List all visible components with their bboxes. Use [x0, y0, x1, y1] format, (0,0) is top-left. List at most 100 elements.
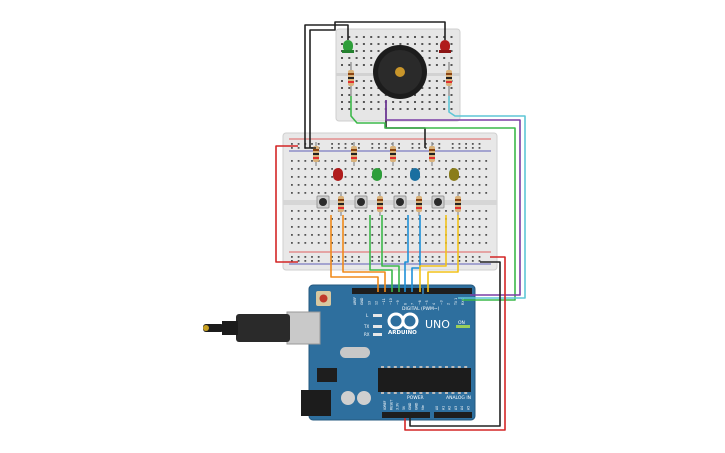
power-rail-hole — [378, 147, 380, 149]
breadboard-hole — [324, 218, 327, 220]
power-rail-hole — [478, 256, 481, 258]
push-button-4[interactable] — [431, 195, 445, 209]
breadboard-hole — [425, 184, 427, 186]
wire-black-bottom[interactable] — [409, 261, 501, 427]
wire-yellow-1[interactable] — [419, 215, 447, 292]
wire-green-2[interactable] — [381, 215, 400, 292]
breadboard-hole — [471, 184, 474, 186]
led-red-top[interactable] — [439, 40, 451, 53]
breadboard-hole — [291, 192, 293, 194]
push-button-3[interactable] — [393, 195, 407, 209]
breadboard-hole — [324, 226, 327, 228]
analog-pin-label: A0 — [435, 406, 439, 410]
breadboard-hole — [438, 234, 441, 236]
breadboard-hole — [478, 168, 481, 170]
wire-red-bottom[interactable] — [404, 256, 506, 431]
digital-pin-label: AREF — [353, 297, 357, 305]
breadboard-hole — [358, 160, 360, 162]
wire-red-left[interactable] — [275, 145, 298, 263]
breadboard-hole — [445, 184, 447, 186]
breadboard-hole — [458, 234, 461, 236]
chip-pins — [381, 366, 468, 394]
wire-yellow-2[interactable] — [427, 215, 459, 292]
wire-green-1[interactable] — [369, 215, 393, 292]
wire-green-top[interactable] — [350, 96, 516, 301]
arduino-uno-board[interactable] — [286, 284, 476, 421]
breadboard-hole — [317, 210, 320, 212]
breadboard-hole — [485, 242, 488, 244]
button-resistor-3[interactable] — [416, 192, 422, 216]
breadboard-hole — [398, 242, 400, 244]
breadboard-hole — [450, 94, 453, 96]
digital-pin-label: 13 — [367, 301, 371, 305]
power-rail-hole — [297, 256, 300, 258]
wire-cyan-top[interactable] — [448, 96, 526, 299]
breadboard-hole — [465, 218, 467, 220]
led-red[interactable] — [333, 168, 343, 181]
power-rail-hole — [425, 143, 427, 145]
push-button-2[interactable] — [354, 195, 368, 209]
breadboard-hole — [370, 64, 373, 66]
breadboard-hole — [355, 101, 358, 103]
breadboard-hole — [364, 210, 367, 212]
breadboard-hole — [362, 108, 365, 110]
piezo-buzzer-icon[interactable] — [373, 45, 427, 99]
breadboard-hole — [428, 87, 431, 89]
breadboard-hole — [421, 108, 424, 110]
breadboard-hole — [485, 234, 488, 236]
breadboard-hole — [471, 176, 474, 178]
breadboard-hole — [364, 192, 367, 194]
breadboard-hole — [358, 226, 360, 228]
digital-pin-label: 4 — [432, 303, 436, 305]
breadboard-hole — [425, 176, 427, 178]
wire-orange-1[interactable] — [330, 215, 379, 292]
breadboard-hole — [438, 184, 441, 186]
wire-orange-2[interactable] — [342, 215, 386, 292]
breadboard-hole — [391, 192, 394, 194]
wire-blue-1[interactable] — [404, 215, 409, 292]
breadboard-hole — [355, 94, 358, 96]
led-resistor-1[interactable] — [313, 142, 319, 166]
analog-label: ANALOG IN — [446, 395, 471, 401]
breadboard-hole — [304, 176, 307, 178]
led-green-top[interactable] — [342, 40, 354, 53]
led-resistor-3[interactable] — [390, 142, 396, 166]
breadboard-hole — [311, 176, 313, 178]
breadboard-hole — [438, 192, 441, 194]
led-green[interactable] — [372, 168, 382, 181]
breadboard-hole — [311, 226, 313, 228]
breadboard-hole — [404, 160, 407, 162]
button-resistor-1[interactable] — [338, 192, 344, 216]
breadboard-hole — [324, 184, 327, 186]
wire-blue-2[interactable] — [411, 215, 421, 292]
led-resistor-2[interactable] — [351, 142, 357, 166]
button-resistor-2[interactable] — [377, 192, 383, 216]
resistor-top-left[interactable] — [348, 62, 354, 96]
usb-plug-icon[interactable] — [203, 314, 290, 342]
breadboard-hole — [370, 36, 373, 38]
breadboard-hole — [404, 184, 407, 186]
led-resistor-4[interactable] — [429, 142, 435, 166]
breadboard-hole — [362, 43, 365, 45]
breadboard-hole — [398, 192, 400, 194]
power-rail-hole — [418, 147, 421, 149]
led-yellow[interactable] — [449, 168, 459, 181]
breadboard-hole — [404, 234, 407, 236]
breadboard-hole — [428, 94, 431, 96]
breadboard-hole — [435, 101, 438, 103]
breadboard-hole — [418, 160, 421, 162]
wire-purple-top[interactable] — [385, 100, 521, 296]
push-button-1[interactable] — [316, 195, 330, 209]
led-blue[interactable] — [410, 168, 420, 181]
digital-pin-label: 12 — [375, 301, 379, 305]
button-resistor-4[interactable] — [455, 192, 461, 216]
resistor-top-right[interactable] — [446, 62, 452, 96]
breadboard-hole — [331, 168, 333, 170]
wire-black-2[interactable] — [309, 21, 446, 148]
breadboard-hole — [399, 101, 402, 103]
power-rail-hole — [371, 256, 374, 258]
breadboard-hole — [341, 80, 343, 82]
wire-black-1[interactable] — [304, 24, 349, 149]
breadboard-hole — [404, 218, 407, 220]
main-breadboard[interactable] — [282, 132, 498, 271]
